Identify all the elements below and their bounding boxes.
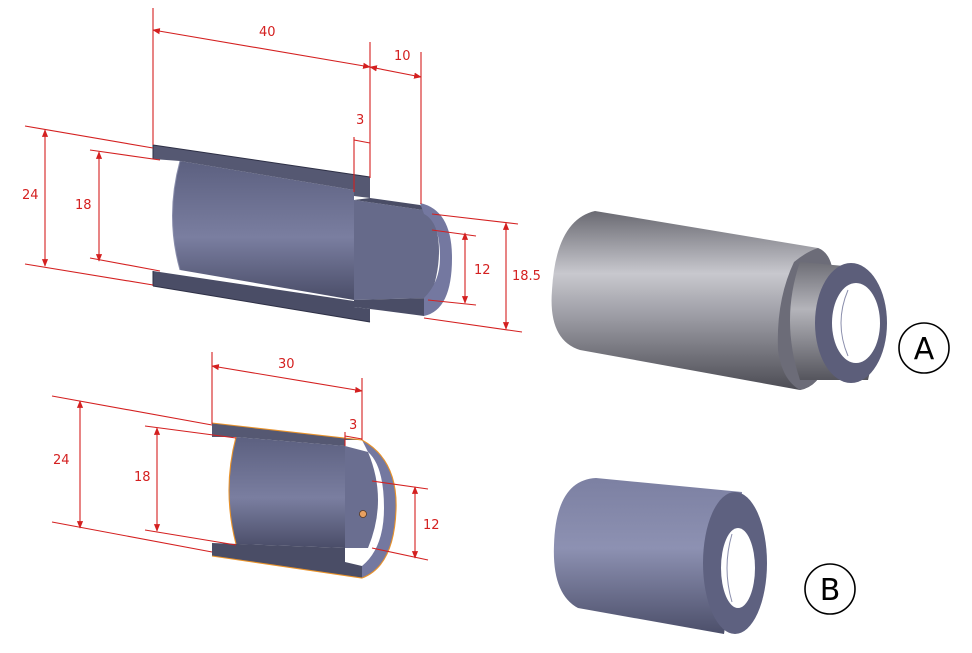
top-dim-step-outer-dia: 18.5 — [512, 269, 541, 284]
top-dim-length-step: 10 — [394, 49, 411, 64]
part-a-bore — [832, 283, 880, 363]
bottom-dim-small-inner-dia: 12 — [423, 518, 440, 533]
top-wall-slab-bottom — [153, 271, 370, 322]
bottom-bore-surface — [229, 437, 345, 548]
part-b-bore — [721, 528, 755, 608]
part-a-large-cylinder — [551, 211, 834, 390]
bottom-dim-inner-dia: 18 — [134, 470, 151, 485]
top-wall-slab — [153, 145, 370, 198]
bottom-bore-end — [345, 446, 378, 548]
bottom-dim-step-width: 3 — [349, 418, 357, 433]
top-dim-outer-dia: 24 — [22, 188, 39, 203]
top-bore-surface — [172, 161, 354, 300]
top-dim-step-width: 3 — [356, 113, 364, 128]
bottom-section-part — [211, 422, 397, 579]
bottom-dim-length: 30 — [278, 357, 295, 372]
top-step-wall-upper — [354, 198, 430, 211]
top-step-wall-lower — [354, 298, 430, 316]
top-step-bore-surface — [354, 200, 439, 300]
part-a-3d — [551, 211, 887, 390]
top-dimensions: 40 10 3 24 18 12 18.5 — [22, 8, 541, 333]
bottom-dim-outer-dia: 24 — [53, 453, 70, 468]
bottom-dimensions: 30 3 24 18 12 — [51, 352, 440, 561]
part-b-3d — [553, 478, 767, 634]
bottom-selection-outline — [211, 422, 397, 579]
part-b-cylinder — [553, 478, 742, 634]
top-dim-length-main: 40 — [259, 25, 276, 40]
bottom-end-ring — [362, 440, 397, 578]
callout-a: A — [898, 322, 950, 374]
top-dim-small-inner-dia: 12 — [474, 263, 491, 278]
callout-b-label: B — [820, 573, 841, 608]
bottom-wall-top — [212, 423, 362, 446]
bottom-wall-bottom — [212, 543, 362, 578]
top-dim-inner-dia: 18 — [75, 198, 92, 213]
selection-point — [359, 510, 367, 518]
callout-b: B — [804, 563, 856, 615]
callout-a-label: A — [914, 332, 935, 367]
top-section-part — [152, 144, 452, 323]
